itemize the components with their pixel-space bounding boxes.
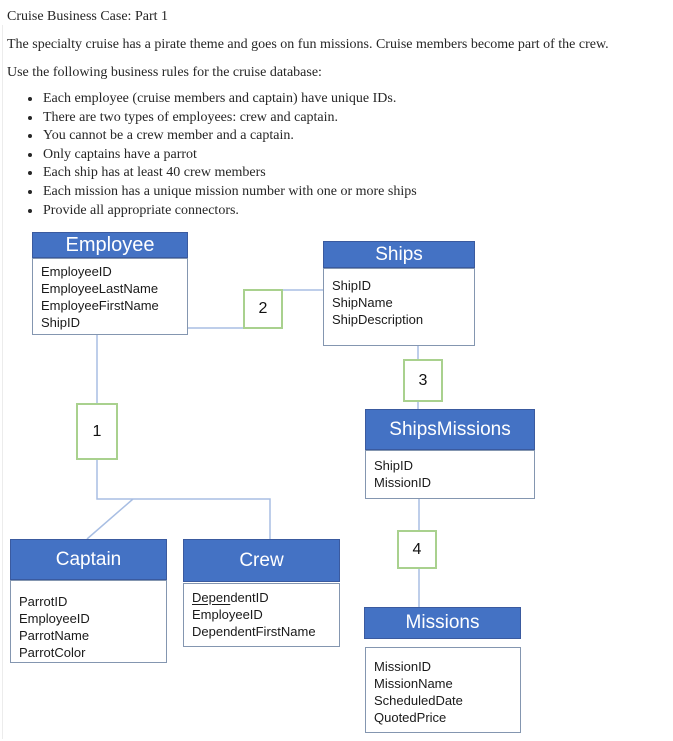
rules-heading: Use the following business rules for the… — [7, 65, 322, 80]
entity-missions[interactable]: Missions MissionID MissionName Scheduled… — [364, 607, 521, 733]
attribute: EmployeeID — [192, 607, 263, 622]
connector-label: 1 — [92, 422, 102, 440]
attribute: DependentFirstName — [192, 624, 316, 639]
attribute-primary-key: DependentID — [192, 589, 339, 606]
entity-shipsmissions-attributes: ShipID MissionID — [365, 450, 535, 499]
attribute: MissionID — [374, 659, 432, 674]
entity-employee-header: Employee — [32, 232, 188, 258]
attribute: ParrotName — [19, 628, 90, 643]
document-title: Cruise Business Case: Part 1 — [7, 9, 168, 24]
attribute: MissionName — [374, 676, 453, 691]
entity-captain-attributes: ParrotID EmployeeID ParrotName ParrotCol… — [10, 580, 167, 663]
entity-crew[interactable]: Crew DependentID EmployeeID DependentFir… — [183, 539, 340, 647]
entity-crew-header: Crew — [183, 539, 340, 582]
attribute: ParrotID — [19, 594, 68, 609]
connector-label: 4 — [412, 540, 422, 558]
attribute-underlined-part: Depen — [192, 590, 231, 605]
attribute: ShipID — [332, 278, 372, 293]
entity-ships-attributes: ShipID ShipName ShipDescription — [323, 268, 475, 346]
entity-crew-attributes: DependentID EmployeeID DependentFirstNam… — [183, 583, 340, 647]
connector-box-3[interactable]: 3 — [403, 359, 443, 402]
entity-captain[interactable]: Captain ParrotID EmployeeID ParrotName P… — [10, 539, 167, 663]
entity-ships-header: Ships — [323, 241, 475, 268]
rule-item: There are two types of employees: crew a… — [42, 109, 669, 128]
attribute-rest-part: dentID — [230, 590, 269, 605]
connector-label: 2 — [258, 300, 268, 317]
connector-box-1[interactable]: 1 — [76, 403, 118, 460]
document-text-section: Cruise Business Case: Part 1 The special… — [7, 8, 669, 220]
entity-missions-attributes: MissionID MissionName ScheduledDate Quot… — [365, 647, 521, 733]
attribute: ShipID — [374, 458, 414, 473]
entity-employee-attributes: EmployeeID EmployeeLastName EmployeeFirs… — [32, 258, 188, 335]
intro-paragraph: The specialty cruise has a pirate theme … — [7, 37, 609, 52]
entity-employee[interactable]: Employee EmployeeID EmployeeLastName Emp… — [32, 232, 188, 335]
entity-captain-header: Captain — [10, 539, 167, 580]
attribute: QuotedPrice — [374, 710, 447, 725]
rules-list: Each employee (cruise members and captai… — [7, 90, 669, 220]
attribute: ParrotColor — [19, 645, 86, 660]
rule-item: You cannot be a crew member and a captai… — [42, 127, 669, 146]
rule-item: Only captains have a parrot — [42, 146, 669, 165]
entity-ships[interactable]: Ships ShipID ShipName ShipDescription — [323, 241, 475, 346]
connector-box-2[interactable]: 2 — [243, 289, 283, 329]
attribute: ScheduledDate — [374, 693, 463, 708]
attribute: EmployeeID — [41, 264, 112, 279]
attribute: EmployeeLastName — [41, 281, 159, 296]
rule-item: Each employee (cruise members and captai… — [42, 90, 669, 109]
attribute: MissionID — [374, 475, 432, 490]
connector-box-4[interactable]: 4 — [397, 530, 437, 569]
attribute: EmployeeID — [19, 611, 90, 626]
entity-missions-header: Missions — [364, 607, 521, 639]
attribute: EmployeeFirstName — [41, 298, 159, 313]
connector-label: 3 — [418, 371, 428, 389]
attribute: ShipDescription — [332, 312, 424, 327]
rule-item: Each mission has a unique mission number… — [42, 183, 669, 202]
page-edge-line — [2, 25, 3, 739]
attribute: ShipID — [41, 315, 81, 330]
entity-shipsmissions-header: ShipsMissions — [365, 409, 535, 450]
rule-item: Each ship has at least 40 crew members — [42, 164, 669, 183]
entity-shipsmissions[interactable]: ShipsMissions ShipID MissionID — [365, 409, 535, 499]
rule-item: Provide all appropriate connectors. — [42, 202, 669, 221]
attribute: ShipName — [332, 295, 393, 310]
